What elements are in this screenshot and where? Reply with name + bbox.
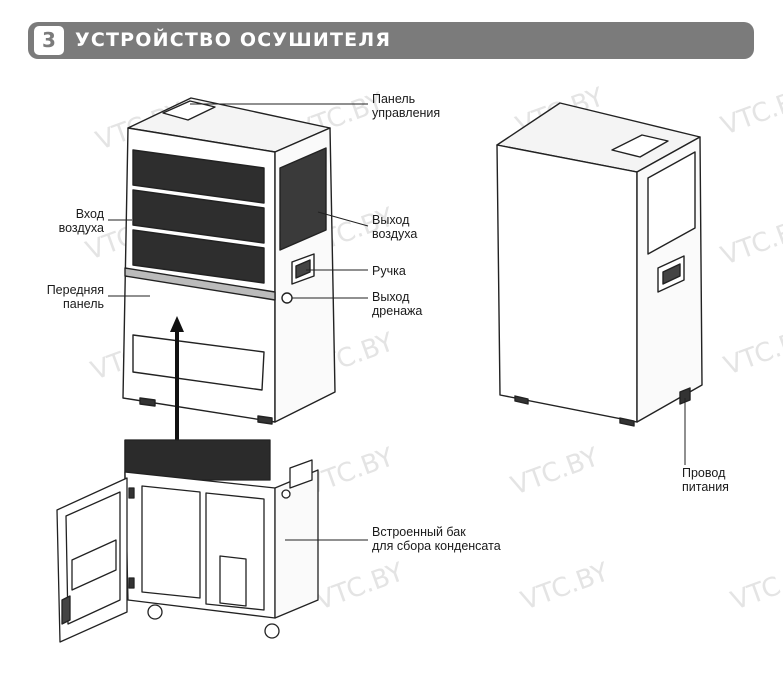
label-air-inlet: Вход воздуха [58, 207, 104, 235]
section-title: УСТРОЙСТВО ОСУШИТЕЛЯ [75, 29, 392, 51]
label-control-panel: Панель управления [372, 92, 441, 120]
watermark-text: VTC.BY [507, 442, 603, 501]
front-panel-divider [124, 267, 276, 301]
label-drain-outlet: Выход дренажа [372, 290, 423, 318]
inner-panel [141, 485, 201, 599]
handle-recess [295, 259, 311, 279]
arrow-up [170, 316, 184, 460]
air-inlet-grille [132, 189, 265, 244]
front-lower-recess [132, 334, 265, 391]
air-inlet-grille [132, 229, 265, 284]
leader-lines [108, 103, 686, 541]
tank-window [219, 555, 247, 607]
label-power-cord: Провод питания [682, 466, 729, 494]
watermark-text: VTC.BY [717, 82, 783, 141]
section-number: 3 [42, 28, 56, 52]
open-unit [56, 439, 319, 643]
control-panel-part [162, 100, 216, 121]
wheel [147, 604, 163, 620]
front-unit-foot [257, 415, 273, 425]
air-inlet-grille [132, 149, 265, 204]
label-front-panel: Передняя панель [46, 283, 104, 311]
rear-control-panel [611, 134, 669, 158]
drain-outlet-part [281, 292, 293, 304]
open-unit-side [274, 469, 319, 619]
watermark-text: VTC.BY [517, 557, 613, 616]
section-number-box [34, 26, 64, 55]
watermark-text: VTC.BY [720, 322, 783, 381]
rear-unit [496, 102, 703, 427]
label-tank: Встроенный бак для сбора конденсата [372, 525, 501, 553]
watermark-text: VTC.BY [727, 557, 783, 616]
label-handle: Ручка [372, 264, 406, 278]
label-air-outlet: Выход воздуха [372, 213, 418, 241]
watermark-text: VTC.BY [312, 557, 408, 616]
air-outlet-grille [279, 147, 327, 251]
rear-unit-back [496, 144, 638, 423]
front-unit-foot [139, 397, 156, 407]
wheel [264, 623, 280, 639]
rear-side-window [647, 151, 696, 255]
front-unit [122, 97, 336, 425]
watermark-text: VTC.BY [717, 212, 783, 271]
power-cord-plug [679, 387, 691, 405]
leader-air-outlet [317, 211, 369, 227]
section-header-bar [28, 22, 754, 59]
